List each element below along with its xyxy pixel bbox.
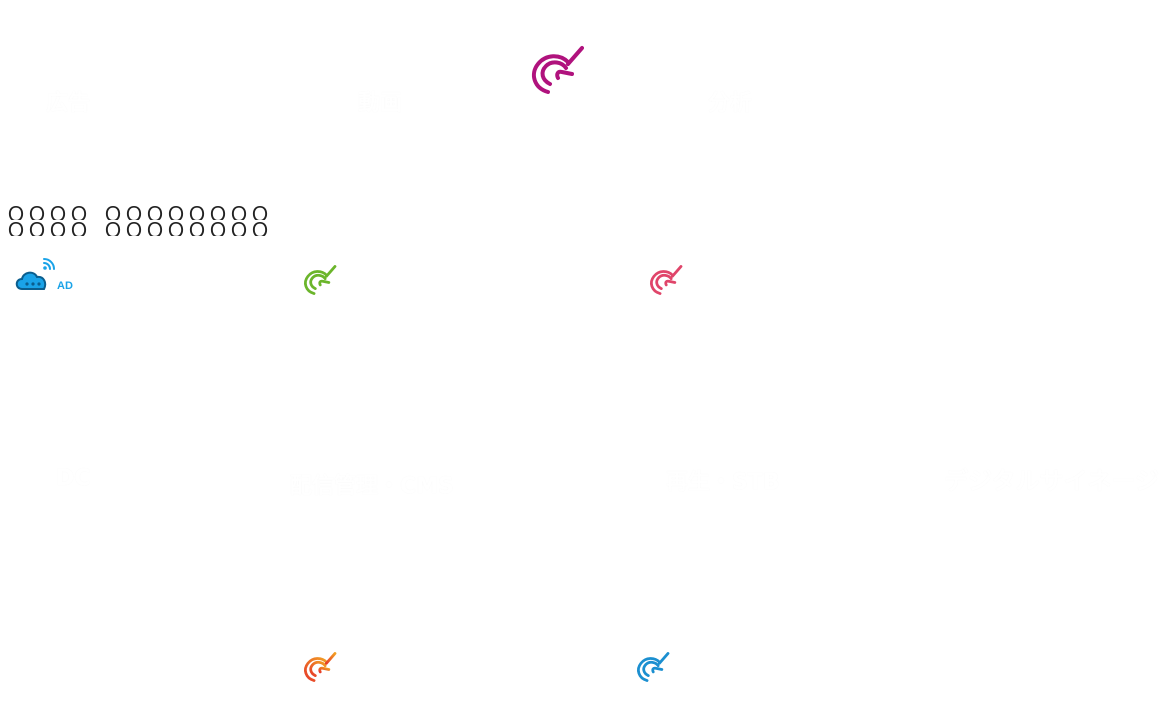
cloud-ad-label: AD	[57, 280, 73, 292]
unicorn-pink-icon[interactable]	[647, 264, 683, 296]
category-dc[interactable]: DC	[56, 466, 91, 491]
category-ads[interactable]: 広告	[46, 91, 91, 116]
unicorn-blue-icon[interactable]	[634, 651, 670, 683]
brand-line-1: ＯＯＯＯ ＯＯＯＯＯＯＯＯ	[6, 204, 272, 220]
category-analytics[interactable]: 分析	[708, 91, 753, 116]
unicorn-orange-icon[interactable]	[301, 651, 337, 683]
unicorn-green-icon[interactable]	[301, 264, 337, 296]
brand-line-2: ＯＯＯＯ ＯＯＯＯＯＯＯＯ	[6, 220, 272, 236]
category-digital-signage[interactable]: デジタルサイネージ	[944, 467, 1160, 495]
category-video[interactable]: 動画	[358, 91, 403, 116]
unicorn-logo-icon[interactable]	[528, 44, 584, 96]
brand-wordmark: ＯＯＯＯ ＯＯＯＯＯＯＯＯ ＯＯＯＯ ＯＯＯＯＯＯＯＯ	[6, 204, 271, 236]
category-delivery-cms[interactable]: 配信管理・CMS	[290, 474, 454, 499]
cloud-ad-icon[interactable]	[14, 257, 56, 291]
category-playback-stb[interactable]: 再生・STB	[666, 470, 780, 495]
